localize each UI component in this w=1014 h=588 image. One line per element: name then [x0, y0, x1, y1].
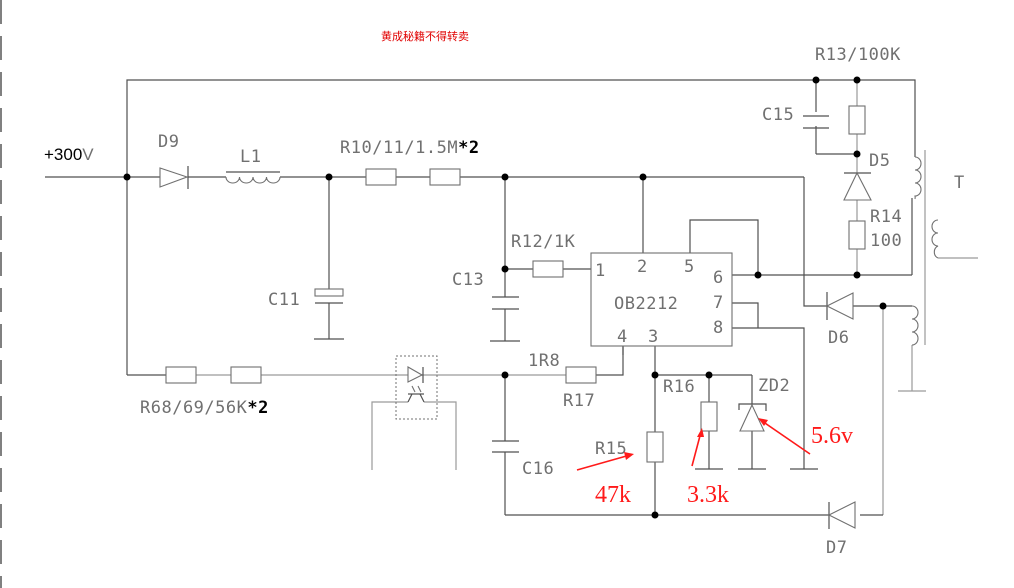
resistor-r14 [848, 220, 866, 250]
label-r13: R13/100K [815, 45, 901, 65]
ic-ob2212 [590, 252, 733, 347]
ic-pin-6: 6 [713, 268, 724, 288]
ic-pin-1: 1 [595, 261, 606, 281]
ic-pin-5: 5 [684, 257, 695, 277]
label-d7: D7 [826, 538, 847, 558]
wires [45, 79, 978, 516]
optocoupler [395, 355, 438, 420]
annotation-arrows [576, 418, 811, 471]
input-voltage-label: +300V [44, 145, 94, 164]
watermark-text: 黄成秘籍不得转卖 [381, 29, 469, 43]
diode-d6 [825, 292, 854, 320]
transformer-t [911, 150, 939, 346]
label-zd2: ZD2 [758, 376, 790, 396]
label-r14-value: 100 [870, 231, 902, 251]
label-r68-r69: R68/69/56K*2 [140, 398, 269, 418]
label-c13: C13 [452, 270, 484, 290]
resistor-r10 [365, 168, 397, 186]
label-1r8: 1R8 [528, 351, 560, 371]
label-r14: R14 [870, 207, 902, 227]
diode-d5 [843, 171, 872, 201]
resistor-r68 [165, 366, 197, 384]
ic-pin-4: 4 [617, 327, 628, 347]
label-d6: D6 [828, 328, 849, 348]
annotation-r16-value: 3.3k [687, 482, 729, 508]
label-c11: C11 [268, 290, 300, 310]
resistor-r11 [429, 168, 461, 186]
resistor-r69 [230, 366, 262, 384]
resistor-r12 [532, 260, 564, 278]
resistor-r16 [700, 401, 718, 432]
resistor-r17 [565, 366, 597, 384]
annotation-r15-value: 47k [595, 482, 631, 508]
capacitor-c16 [492, 440, 519, 453]
label-r15: R15 [595, 439, 627, 459]
label-c15: C15 [762, 105, 794, 125]
label-r16: R16 [663, 377, 695, 397]
label-transformer: T [954, 173, 965, 193]
capacitor-c13 [492, 296, 519, 310]
label-d9: D9 [158, 132, 179, 152]
ic-pin-2: 2 [637, 257, 648, 277]
label-l1: L1 [240, 147, 261, 167]
ic-name-label: OB2212 [614, 294, 678, 314]
capacitor-c11 [314, 288, 344, 304]
label-r17: R17 [563, 391, 595, 411]
diode-d9 [159, 166, 189, 189]
ic-pin-3: 3 [648, 327, 659, 347]
annotation-zd2-value: 5.6v [811, 423, 853, 449]
zener-zd2 [738, 403, 767, 432]
label-c16: C16 [522, 459, 554, 479]
capacitor-c15 [803, 115, 829, 129]
label-r12: R12/1K [511, 232, 576, 252]
resistor-r15 [646, 431, 664, 463]
label-r10-r11: R10/11/1.5M*2 [340, 138, 480, 158]
inductor-l1 [225, 171, 281, 184]
label-d5: D5 [869, 151, 890, 171]
resistor-r13 [848, 105, 866, 135]
diode-d7 [827, 501, 856, 529]
ic-pin-8: 8 [713, 318, 724, 338]
ic-pin-7: 7 [713, 293, 724, 313]
junctions [123, 76, 887, 519]
